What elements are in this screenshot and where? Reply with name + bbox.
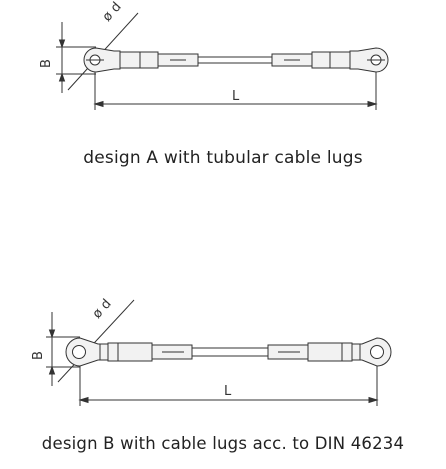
- width-dimension-b: [46, 312, 80, 386]
- length-dimension-b: [78, 364, 379, 406]
- design-a-drawing: L B ø d: [39, 0, 389, 110]
- cable-a: [198, 56, 272, 64]
- length-label-b: L: [224, 384, 232, 399]
- cable-b: [192, 347, 268, 357]
- length-dimension-a: [93, 72, 378, 110]
- diameter-label-b: ø d: [90, 297, 115, 322]
- width-label-b: B: [31, 351, 46, 360]
- width-label-a: B: [39, 59, 54, 68]
- diameter-label-a: ø d: [100, 0, 125, 25]
- right-lug-b: [351, 337, 392, 367]
- caption-design-b: design B with cable lugs acc. to DIN 462…: [41, 434, 405, 453]
- length-label-a: L: [232, 89, 240, 104]
- caption-design-a: design A with tubular cable lugs: [83, 148, 363, 168]
- diameter-leader-b: [57, 299, 135, 383]
- left-sleeve-b: [107, 342, 193, 362]
- left-lug-b: [65, 337, 109, 367]
- right-sleeve-a: [271, 51, 351, 69]
- design-b-drawing: L B ø d: [31, 297, 392, 406]
- right-lug-a: [349, 47, 389, 73]
- left-lug-a: [83, 47, 121, 73]
- left-sleeve-a: [119, 51, 199, 69]
- width-dimension-a: [56, 22, 96, 93]
- right-sleeve-b: [267, 342, 353, 362]
